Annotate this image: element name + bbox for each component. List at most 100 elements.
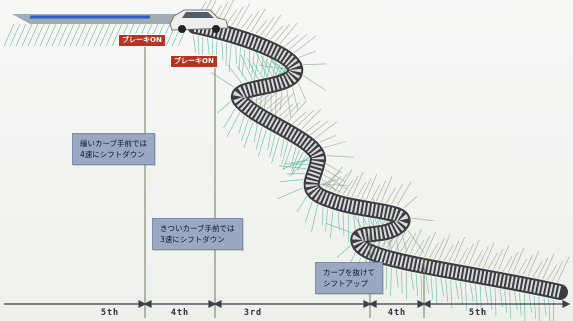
note-exit-curve: カーブを抜けて シフトアップ: [315, 262, 384, 294]
hatch-line: [311, 204, 319, 232]
hatch-line: [337, 212, 340, 231]
hatch-line: [404, 232, 417, 254]
hatch-line: [411, 217, 434, 222]
hatch-line: [365, 173, 378, 200]
hatch-line: [429, 242, 439, 259]
hatch-line: [440, 278, 445, 297]
hatch-line: [333, 173, 348, 193]
hatch-line: [430, 276, 434, 300]
hatch-line: [221, 0, 235, 24]
hatch-line: [453, 236, 465, 263]
hatch-line: [533, 295, 536, 319]
hatch-line: [342, 179, 354, 195]
car-icon: [169, 9, 229, 33]
hatch-line: [385, 187, 396, 204]
hatch-line: [241, 119, 249, 141]
hatch-line: [400, 270, 403, 294]
hatch-line: [296, 196, 307, 212]
hatch-line: [286, 89, 292, 118]
hatch-line: [240, 14, 253, 29]
hatch-line: [537, 257, 549, 279]
hatch-line: [111, 23, 123, 47]
hatch-line: [290, 159, 309, 164]
hatch-line: [255, 127, 263, 150]
hatch-line: [323, 174, 348, 190]
hatch-line: [207, 37, 210, 56]
hatch-line: [517, 258, 528, 275]
hatch-line: [414, 239, 425, 256]
hatch-line: [346, 175, 359, 197]
hatch-line: [497, 244, 510, 271]
hatch-line: [542, 253, 555, 280]
hatch-line: [329, 176, 342, 191]
hatch-line: [258, 129, 267, 157]
hatch-line: [523, 293, 526, 321]
hatch-line: [93, 23, 105, 47]
hatch-line: [370, 184, 381, 201]
note-line: 緩いカーブ手前では: [80, 139, 148, 148]
note-line: きついカーブ手前では: [160, 224, 235, 233]
note-line: 4速にシフトダウン: [80, 150, 145, 159]
hatch-line: [303, 63, 327, 66]
hatch-line: [63, 23, 75, 47]
hatch-line: [484, 286, 489, 305]
hatch-line: [280, 139, 285, 158]
hatch-line: [243, 121, 254, 149]
hatch-line: [479, 285, 482, 314]
hatch-line: [280, 179, 304, 182]
hatch-line: [51, 23, 63, 47]
hatch-line: [304, 201, 313, 224]
hatch-line: [483, 242, 495, 268]
hatch-line: [305, 120, 321, 133]
hatch-line: [325, 208, 329, 232]
hatch-line: [380, 176, 393, 203]
hatch-line: [240, 54, 253, 80]
hatch-line: [410, 272, 414, 291]
hatch-line: [298, 82, 306, 100]
hatch-line: [247, 58, 258, 79]
hatch-line: [45, 23, 57, 47]
hatch-line: [192, 34, 197, 53]
hatch-line: [502, 255, 513, 272]
hatch-line: [259, 64, 287, 70]
hatch-line: [15, 23, 27, 47]
hatch-line: [253, 124, 258, 143]
hatch-line: [435, 277, 438, 306]
hatch-line: [326, 155, 355, 158]
hatch-line: [415, 273, 418, 297]
hatch-line: [509, 290, 511, 319]
hatch-line: [296, 110, 314, 127]
hatch-line: [438, 234, 451, 260]
hatch-line: [275, 93, 277, 117]
hatch-line: [75, 23, 87, 47]
hatch-line: [81, 23, 93, 47]
hatch-line: [298, 50, 316, 58]
hatch-line: [284, 34, 299, 47]
hatch-line: [390, 268, 392, 296]
hatch-line: [271, 136, 280, 164]
hatch-line: [396, 181, 412, 206]
hatch-line: [265, 14, 282, 38]
hatch-line: [460, 281, 463, 305]
hatch-line: [301, 108, 322, 130]
hatch-line: [3, 23, 15, 47]
hatch-line: [325, 166, 343, 189]
hatch-line: [33, 23, 45, 47]
hatch-line: [277, 187, 304, 200]
hatch-line: [87, 23, 99, 47]
hatch-line: [235, 45, 237, 64]
hatch-line: [255, 19, 268, 34]
hatch-line: [512, 247, 525, 274]
hatch-line: [351, 171, 364, 198]
hatch-line: [463, 243, 474, 265]
hatch-line: [221, 41, 224, 60]
hatch-line: [292, 111, 307, 125]
hatch-line: [69, 23, 81, 47]
hatch-line: [419, 235, 431, 257]
hatch-line: [216, 101, 231, 114]
hatch-line: [99, 23, 111, 47]
hatch-line: [21, 23, 33, 47]
hatch-line: [292, 87, 299, 110]
hatch-line: [226, 112, 240, 138]
hatch-line: [400, 236, 411, 253]
